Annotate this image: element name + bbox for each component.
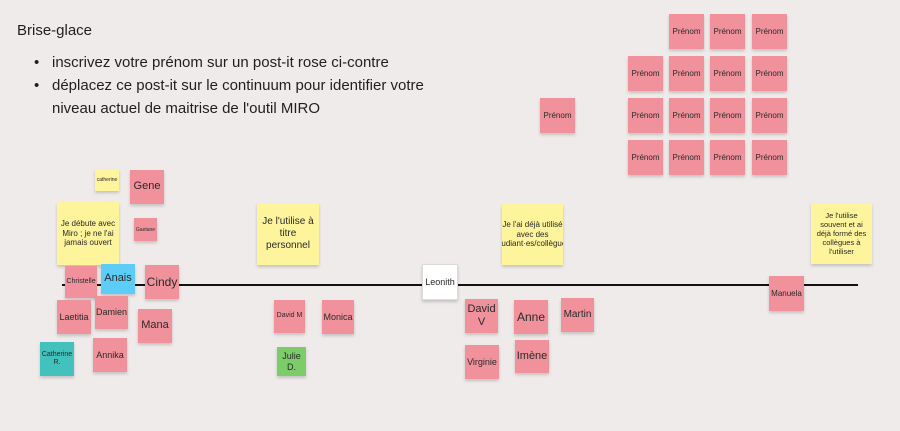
- sticky-note-david-m[interactable]: David M: [274, 300, 305, 333]
- sticky-note-christelle[interactable]: Christelle: [65, 266, 97, 298]
- sticky-note-p3[interactable]: Prénom: [752, 14, 787, 49]
- sticky-note-manuela[interactable]: Manuela: [769, 276, 804, 311]
- sticky-note-catherine-r[interactable]: Catherine R.: [40, 342, 74, 376]
- sticky-note-catherine-small[interactable]: catherine: [95, 169, 119, 191]
- sticky-note-cindy[interactable]: Cindy: [145, 265, 179, 299]
- sticky-note-p7[interactable]: Prénom: [752, 56, 787, 91]
- sticky-note-level3: Je l'ai déjà utilisé avec des étudiant·e…: [502, 204, 563, 265]
- sticky-note-p4[interactable]: Prénom: [628, 56, 663, 91]
- sticky-note-p5[interactable]: Prénom: [669, 56, 704, 91]
- instructions-list: inscrivez votre prénom sur un post-it ro…: [34, 51, 454, 120]
- sticky-note-monica[interactable]: Monica: [322, 300, 354, 334]
- sticky-note-damien[interactable]: Damien: [95, 296, 128, 329]
- sticky-note-gaetane[interactable]: Gaetane: [134, 218, 157, 241]
- sticky-note-p14[interactable]: Prénom: [710, 140, 745, 175]
- sticky-note-p11[interactable]: Prénom: [752, 98, 787, 133]
- sticky-note-level1: Je débute avec Miro ; je ne l'ai jamais …: [57, 202, 119, 265]
- sticky-note-p2[interactable]: Prénom: [710, 14, 745, 49]
- board-title: Brise-glace: [17, 22, 93, 39]
- sticky-note-annika[interactable]: Annika: [93, 338, 127, 372]
- sticky-note-p1[interactable]: Prénom: [669, 14, 704, 49]
- sticky-note-p10[interactable]: Prénom: [710, 98, 745, 133]
- continuum-line: [62, 284, 858, 286]
- sticky-note-laetitia[interactable]: Laetitia: [57, 300, 91, 334]
- sticky-note-p6[interactable]: Prénom: [710, 56, 745, 91]
- sticky-note-julie[interactable]: Julie D.: [277, 347, 306, 376]
- sticky-note-virginie[interactable]: Virginie: [465, 345, 499, 379]
- sticky-note-p9[interactable]: Prénom: [628, 98, 663, 133]
- sticky-note-p12[interactable]: Prénom: [628, 140, 663, 175]
- sticky-note-p13[interactable]: Prénom: [669, 140, 704, 175]
- sticky-note-gene[interactable]: Gene: [130, 170, 164, 204]
- sticky-note-leonith[interactable]: Leonith: [422, 264, 458, 300]
- sticky-note-anais[interactable]: Anais: [101, 264, 135, 294]
- sticky-note-david-v[interactable]: David V: [465, 299, 498, 333]
- instruction-item: inscrivez votre prénom sur un post-it ro…: [34, 51, 454, 74]
- sticky-note-p15[interactable]: Prénom: [752, 140, 787, 175]
- sticky-note-level2: Je l'utilise à titre personnel: [257, 203, 319, 265]
- instruction-item: déplacez ce post-it sur le continuum pou…: [34, 74, 454, 120]
- sticky-note-imene[interactable]: Imène: [515, 340, 549, 373]
- sticky-note-level4: Je l'utilise souvent et ai déjà formé de…: [811, 203, 872, 264]
- sticky-note-p8[interactable]: Prénom: [540, 98, 575, 133]
- sticky-note-mana[interactable]: Mana: [138, 309, 172, 343]
- sticky-note-p16[interactable]: Prénom: [669, 98, 704, 133]
- sticky-note-martin[interactable]: Martin: [561, 298, 594, 332]
- sticky-note-anne[interactable]: Anne: [514, 300, 548, 334]
